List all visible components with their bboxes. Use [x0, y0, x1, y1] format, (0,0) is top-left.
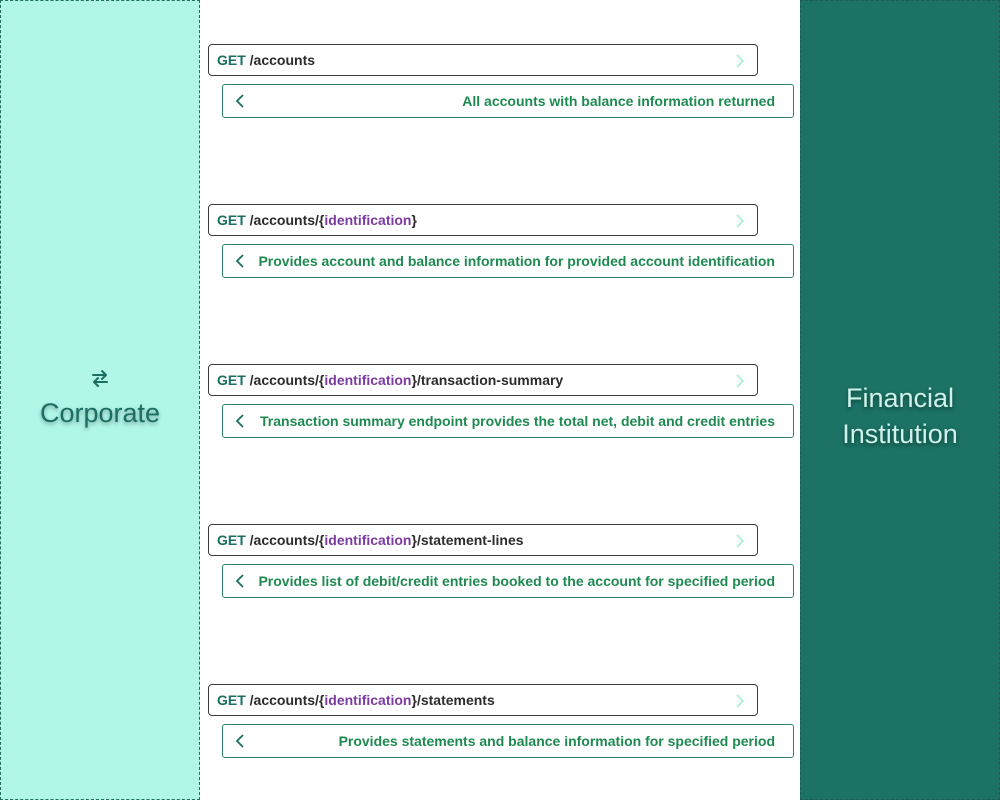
request-path-prefix: /accounts/{ — [249, 372, 325, 388]
request-box[interactable]: GET /accounts/{identification}/statement… — [208, 684, 758, 716]
response-text: Provides account and balance information… — [258, 253, 775, 269]
request-text: GET /accounts/{identification}/transacti… — [217, 365, 563, 396]
response-box[interactable]: Provides account and balance information… — [222, 244, 794, 278]
request-box[interactable]: GET /accounts/{identification}/transacti… — [208, 364, 758, 396]
corporate-label: Corporate — [39, 398, 161, 428]
chevron-right-icon — [736, 534, 745, 548]
swap-arrows-icon — [92, 370, 108, 387]
response-box[interactable]: All accounts with balance information re… — [222, 84, 794, 118]
request-path-suffix: }/statement-lines — [411, 532, 524, 548]
response-box[interactable]: Transaction summary endpoint provides th… — [222, 404, 794, 438]
response-text: Provides statements and balance informat… — [338, 733, 775, 749]
request-param: identification — [324, 372, 412, 388]
financial-institution-label-line2: Institution — [842, 419, 958, 449]
request-param: identification — [324, 692, 412, 708]
request-text: GET /accounts/{identification}/statement… — [217, 685, 495, 716]
chevron-left-icon — [235, 734, 244, 748]
request-box[interactable]: GET /accounts/{identification}/statement… — [208, 524, 758, 556]
request-method: GET — [217, 372, 246, 388]
request-path-prefix: /accounts/{ — [249, 212, 325, 228]
request-path-prefix: /accounts/{ — [249, 532, 325, 548]
chevron-right-icon — [736, 214, 745, 228]
request-method: GET — [217, 52, 246, 68]
request-path-suffix: } — [411, 212, 417, 228]
chevron-left-icon — [235, 414, 244, 428]
response-text: Transaction summary endpoint provides th… — [260, 413, 775, 429]
request-method: GET — [217, 692, 246, 708]
chevron-right-icon — [736, 374, 745, 388]
request-path-prefix: /accounts — [249, 52, 316, 68]
chevron-right-icon — [736, 54, 745, 68]
financial-institution-panel — [800, 0, 1000, 800]
response-text: All accounts with balance information re… — [462, 93, 775, 109]
request-text: GET /accounts/{identification} — [217, 205, 417, 236]
corporate-panel — [0, 0, 200, 800]
request-param: identification — [324, 212, 412, 228]
request-text: GET /accounts — [217, 45, 315, 76]
corporate-label-group: Corporate — [0, 368, 200, 429]
request-param: identification — [324, 532, 412, 548]
request-box[interactable]: GET /accounts/{identification} — [208, 204, 758, 236]
response-box[interactable]: Provides statements and balance informat… — [222, 724, 794, 758]
chevron-right-icon — [736, 694, 745, 708]
response-box[interactable]: Provides list of debit/credit entries bo… — [222, 564, 794, 598]
request-path-prefix: /accounts/{ — [249, 692, 325, 708]
response-text: Provides list of debit/credit entries bo… — [258, 573, 775, 589]
financial-institution-label: Financial Institution — [800, 380, 1000, 452]
request-box[interactable]: GET /accounts — [208, 44, 758, 76]
chevron-left-icon — [235, 574, 244, 588]
request-path-suffix: }/statements — [411, 692, 495, 708]
request-path-suffix: }/transaction-summary — [411, 372, 564, 388]
request-method: GET — [217, 532, 246, 548]
request-method: GET — [217, 212, 246, 228]
chevron-left-icon — [235, 254, 244, 268]
financial-institution-label-line1: Financial — [845, 383, 955, 413]
request-text: GET /accounts/{identification}/statement… — [217, 525, 524, 556]
chevron-left-icon — [235, 94, 244, 108]
